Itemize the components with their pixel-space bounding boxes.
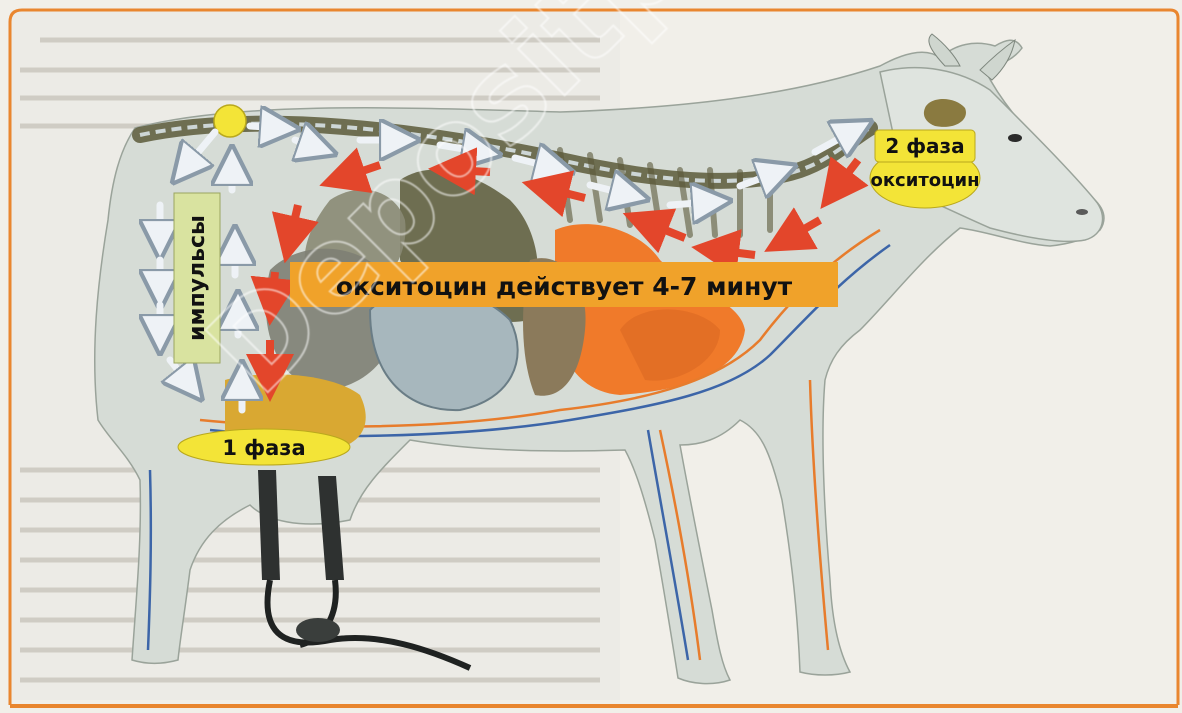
cow-eye	[1008, 134, 1022, 142]
oxytocin-head-label: окситоцин	[870, 170, 979, 191]
pituitary-node	[214, 105, 246, 137]
phase2-label: 2 фаза	[885, 134, 964, 158]
milk-collector	[296, 618, 340, 642]
nerve-arrow	[670, 202, 712, 205]
phase1-callout: 1 фаза	[178, 429, 350, 465]
hormone-arrow	[715, 250, 755, 255]
phase2-callout: 2 фаза окситоцин	[870, 130, 980, 208]
nerve-arrow	[250, 126, 280, 128]
phase1-label: 1 фаза	[222, 436, 305, 460]
cow-nostril	[1076, 209, 1088, 215]
